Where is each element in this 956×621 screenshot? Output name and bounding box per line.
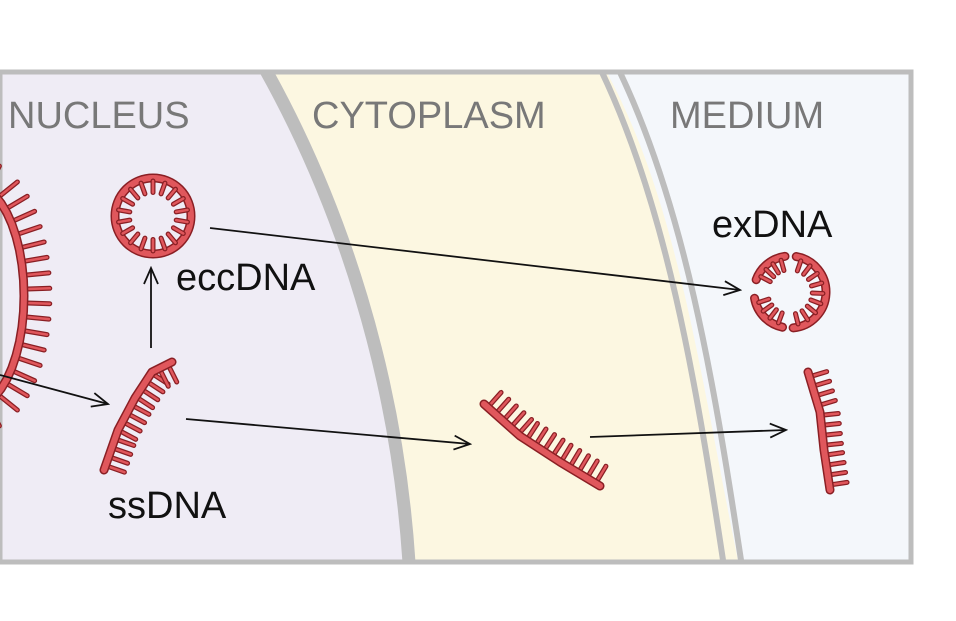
exdna-label: exDNA xyxy=(712,204,833,246)
ssdna-strand-nucleus xyxy=(99,357,180,475)
arrow-ssdna-to-cytoplasm xyxy=(185,418,470,444)
nucleus-title: NUCLEUS xyxy=(8,95,190,137)
nuclear-membrane xyxy=(259,72,416,562)
chromosomal-dna-partial xyxy=(0,163,53,429)
ssdna-strand-medium xyxy=(803,367,850,495)
cell-membrane-outer xyxy=(616,72,745,562)
diagram-frame xyxy=(0,69,914,565)
cell-membrane-inner xyxy=(598,72,727,562)
cytoplasm-region xyxy=(266,72,739,562)
arrow-cytoplasm-to-medium xyxy=(589,430,786,437)
medium-title: MEDIUM xyxy=(670,95,824,137)
exdna-broken-circle xyxy=(750,251,831,333)
arrow-chromosome-to-ssdna xyxy=(0,374,108,404)
nucleus-region xyxy=(0,72,409,562)
eccdna-circle xyxy=(110,173,196,259)
eccdna-label: eccDNA xyxy=(176,257,316,299)
ssdna-strand-cytoplasm xyxy=(479,389,609,491)
cytoplasm-title: CYTOPLASM xyxy=(312,95,546,137)
ssdna-label: ssDNA xyxy=(108,485,227,527)
arrow-eccdna-to-exdna xyxy=(209,227,740,290)
